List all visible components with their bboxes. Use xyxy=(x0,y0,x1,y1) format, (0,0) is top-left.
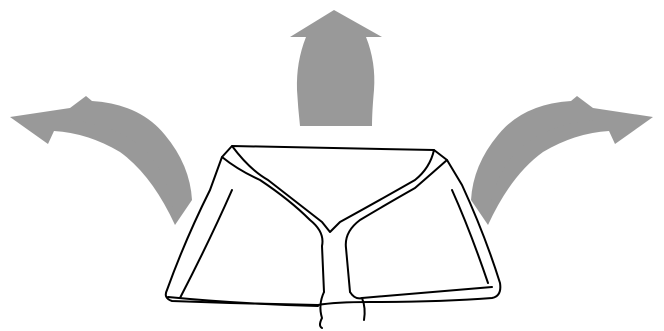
folded-garment-outline xyxy=(164,145,502,329)
arrow-up-icon xyxy=(290,10,382,126)
arrow-curved-left-icon xyxy=(10,96,192,225)
arrow-curved-right-icon xyxy=(471,96,653,225)
